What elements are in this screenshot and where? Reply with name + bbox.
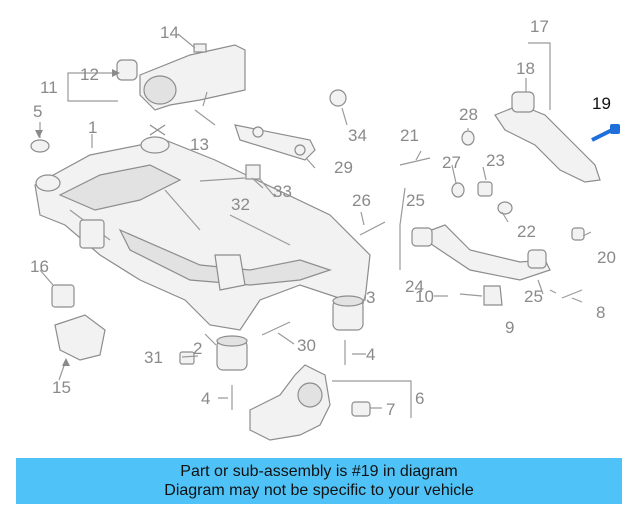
banner-line-2: Diagram may not be specific to your vehi… xyxy=(164,482,474,499)
callout-31: 31 xyxy=(144,348,163,367)
bracket-line-6 xyxy=(332,380,412,418)
callout-9: 9 xyxy=(505,318,514,337)
nut-23 xyxy=(477,181,493,197)
parts-diagram: 1 2 3 4 4 5 6 7 8 9 10 11 12 13 14 15 16… xyxy=(30,17,620,441)
bracket-line-24 xyxy=(399,187,406,270)
callout-10: 10 xyxy=(415,287,434,306)
washer-34 xyxy=(329,89,347,107)
callout-8: 8 xyxy=(596,303,605,322)
arm-assembly-24 xyxy=(411,224,551,281)
callout-34: 34 xyxy=(348,126,367,145)
bolt-8 xyxy=(561,289,583,299)
bolt-21 xyxy=(399,157,431,166)
callout-20: 20 xyxy=(597,248,616,267)
callout-17: 17 xyxy=(530,17,549,36)
washer-33 xyxy=(245,164,261,180)
info-banner: Part or sub-assembly is #19 in diagram D… xyxy=(16,458,622,504)
nut-5 xyxy=(30,139,50,153)
bracket-9 xyxy=(483,285,503,306)
washer-28 xyxy=(461,130,475,146)
callout-32: 32 xyxy=(231,195,250,214)
callout-7: 7 xyxy=(386,400,395,419)
bolt-13 xyxy=(194,109,216,126)
knuckle xyxy=(249,364,331,441)
callout-26: 26 xyxy=(352,191,371,210)
washer-22 xyxy=(497,201,513,215)
bolt-19-highlighted[interactable] xyxy=(591,124,620,142)
callout-12: 12 xyxy=(80,65,99,84)
callout-4b: 4 xyxy=(366,345,375,364)
callout-3: 3 xyxy=(366,288,375,307)
callout-25a: 25 xyxy=(406,191,425,210)
callout-24: 24 xyxy=(405,277,424,296)
callout-18: 18 xyxy=(516,59,535,78)
callout-19-highlighted[interactable]: 19 xyxy=(592,94,611,113)
link-29 xyxy=(234,124,316,161)
callout-11: 11 xyxy=(40,78,58,97)
nut-31 xyxy=(179,351,195,365)
bolt-26 xyxy=(359,221,386,236)
callout-2: 2 xyxy=(193,339,202,358)
callout-1: 1 xyxy=(88,118,97,137)
callout-33: 33 xyxy=(273,182,292,201)
callout-21: 21 xyxy=(400,126,419,145)
mount-15 xyxy=(54,314,106,361)
callout-30: 30 xyxy=(297,336,316,355)
bushing-3 xyxy=(332,295,364,331)
callout-4a: 4 xyxy=(201,389,210,408)
callout-22: 22 xyxy=(517,222,536,241)
washer-27 xyxy=(451,182,465,198)
bolt-10 xyxy=(459,293,483,297)
bushing-2 xyxy=(216,335,248,371)
upper-arm-assembly xyxy=(116,44,246,136)
callout-27: 27 xyxy=(442,153,461,172)
callout-6: 6 xyxy=(415,389,424,408)
bolt-32 xyxy=(199,177,246,182)
callout-16: 16 xyxy=(30,257,49,276)
bracket-line-17 xyxy=(528,42,551,110)
callout-28: 28 xyxy=(459,105,478,124)
callout-5: 5 xyxy=(33,102,42,121)
callout-15: 15 xyxy=(52,378,71,397)
bushing-7 xyxy=(351,401,371,417)
bolt-14 xyxy=(193,43,207,53)
callout-29: 29 xyxy=(334,158,353,177)
callout-13: 13 xyxy=(190,135,209,154)
subframe xyxy=(34,136,371,331)
nut-20 xyxy=(571,227,585,241)
callout-23: 23 xyxy=(486,151,505,170)
callout-25b: 25 xyxy=(524,287,543,306)
bolt-30 xyxy=(261,321,291,336)
lower-arm-17 xyxy=(494,91,601,183)
banner-line-1: Part or sub-assembly is #19 in diagram xyxy=(180,463,458,480)
mount-16 xyxy=(51,284,75,308)
callout-14: 14 xyxy=(160,23,179,42)
